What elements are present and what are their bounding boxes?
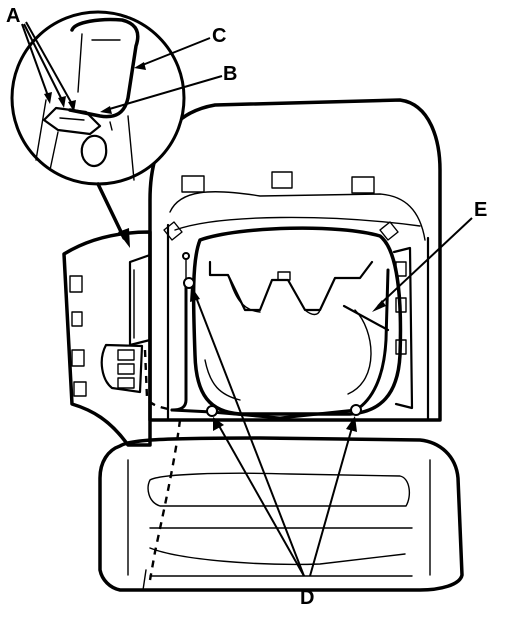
wire-harness: [142, 252, 390, 591]
callout-e: E: [474, 199, 487, 221]
callout-c: C: [212, 25, 226, 47]
inner-back-panel: [191, 226, 403, 416]
callout-a: A: [6, 5, 20, 27]
right-bolster: [392, 246, 414, 410]
harness-clips: [183, 277, 362, 417]
leader-lines: [21, 21, 473, 577]
seat-cushion: [98, 436, 464, 592]
detail-inset: [10, 10, 186, 186]
left-bolster: [62, 230, 152, 447]
callout-b: B: [223, 63, 237, 85]
callout-d: D: [300, 587, 314, 609]
inset-pointer-arrow: [96, 182, 130, 248]
